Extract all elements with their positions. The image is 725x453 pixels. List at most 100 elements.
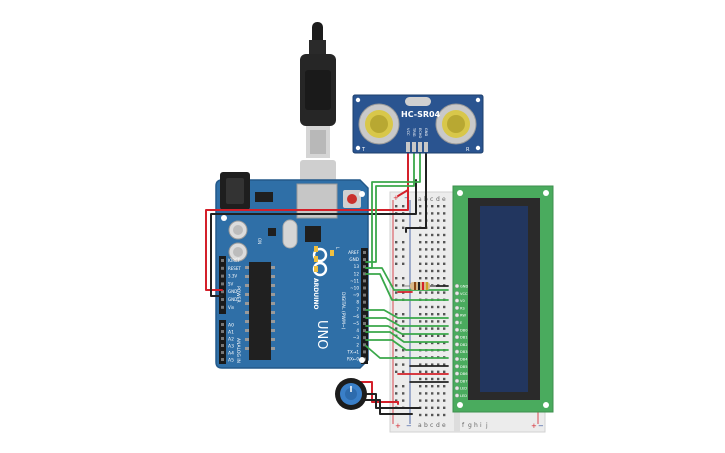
lcd-pin[interactable]: [454, 291, 460, 296]
breadboard-column-label: g: [468, 422, 472, 429]
digital-header-label: DIGITAL (PWM~): [340, 292, 346, 330]
lcd-pin-label: DB1: [460, 336, 468, 340]
lcd-pin-label: E: [460, 321, 463, 325]
header-pin[interactable]: [363, 322, 366, 325]
arduino-brand-label: ARDUINO: [312, 278, 319, 309]
lcd-pin-label: DB6: [460, 372, 468, 376]
header-pin[interactable]: [363, 343, 366, 347]
usb-cable[interactable]: [300, 22, 336, 186]
wire-sensor-gnd[interactable]: [405, 149, 427, 233]
header-pin[interactable]: [221, 266, 224, 270]
power-pin-label: RESET: [228, 266, 241, 271]
header-pin[interactable]: [221, 298, 224, 301]
wire-pot-gnd[interactable]: [361, 399, 413, 415]
lcd-pin-label: VCC: [460, 292, 468, 296]
transmitter-icon: [358, 103, 400, 145]
digital-pin-label: 8: [356, 300, 359, 305]
digital-pin-label: 12: [354, 271, 360, 276]
power-pin-label: 3.3V: [228, 274, 237, 279]
digital-pin-label: AREF: [348, 250, 359, 255]
lcd-pin[interactable]: [454, 378, 460, 383]
analog-pin-label: A4: [228, 351, 234, 357]
lcd-pin-label: V0: [460, 299, 465, 303]
wire-pot-vcc[interactable]: [359, 381, 399, 403]
lcd-pin-label: DB4: [460, 358, 468, 362]
sensor-pin-label: ECHO: [418, 128, 422, 138]
lcd-display[interactable]: GNDVCCV0RSRWEDB0DB1DB2DB3DB4DB5DB6DB7LED…: [452, 185, 554, 413]
arduino-board[interactable]: ARDUINO UNO ON L AREFGND1312~11~10~987~6…: [215, 172, 369, 369]
lcd-pin[interactable]: [454, 298, 460, 303]
lcd-pin-label: DB7: [460, 379, 468, 383]
header-pin[interactable]: [221, 259, 224, 262]
lcd-pin[interactable]: [454, 349, 460, 354]
rail-plus-label-right: +: [531, 422, 537, 430]
breadboard-column-label: j: [485, 422, 488, 429]
header-pin[interactable]: [221, 323, 224, 326]
header-pin[interactable]: [221, 274, 224, 278]
breadboard-column-label: e: [442, 196, 446, 203]
digital-pin-label: GND: [349, 257, 359, 262]
header-pin[interactable]: [363, 300, 366, 304]
breadboard-column-label: c: [430, 422, 433, 429]
header-pin[interactable]: [221, 337, 224, 340]
power-pin-label: GND: [228, 289, 237, 294]
header-pin[interactable]: [221, 358, 224, 361]
sensor-model-label: HC-SR04: [401, 110, 441, 119]
header-pin[interactable]: [363, 307, 366, 311]
lcd-pin[interactable]: [454, 313, 460, 318]
wires[interactable]: [205, 149, 449, 415]
sensor-pin-label: TRIG: [412, 127, 416, 137]
digital-pin-label: ~3: [353, 335, 360, 340]
digital-pin-label: 4: [356, 328, 359, 333]
lcd-pin[interactable]: [454, 342, 460, 347]
rail-plus-label-top: +: [393, 194, 399, 202]
breadboard-column-label: a: [418, 422, 422, 429]
power-pin-label: 5V: [228, 281, 234, 286]
header-pin[interactable]: [221, 290, 224, 294]
breadboard-column-label: i: [480, 422, 482, 429]
lcd-pin[interactable]: [454, 364, 460, 369]
wire-gnd[interactable]: [210, 179, 417, 297]
digital-pin-label: ~10: [350, 286, 359, 291]
lcd-pin[interactable]: [454, 320, 460, 325]
header-pin[interactable]: [363, 336, 366, 340]
breadboard-column-label: f: [462, 422, 465, 429]
lcd-pin-label: DB3: [460, 350, 468, 354]
status-leds: [314, 246, 334, 272]
header-pin[interactable]: [363, 314, 366, 318]
header-pin[interactable]: [363, 279, 366, 283]
header-pin[interactable]: [363, 293, 366, 297]
rail-minus-label-bottom: −: [406, 422, 412, 430]
lcd-pin[interactable]: [454, 393, 460, 398]
wire-sensor-vcc[interactable]: [397, 149, 409, 197]
header-pin[interactable]: [363, 258, 366, 262]
potentiometer[interactable]: [335, 378, 367, 410]
lcd-pin-label: DB5: [460, 365, 468, 369]
digital-pin-label: 7: [356, 307, 359, 312]
lcd-pin[interactable]: [454, 356, 460, 362]
header-pin[interactable]: [363, 286, 366, 290]
lcd-pin[interactable]: [454, 335, 460, 340]
lcd-pin[interactable]: [454, 386, 460, 391]
lcd-pin[interactable]: [454, 283, 460, 289]
digital-pin-label: ~5: [353, 321, 360, 326]
header-pin[interactable]: [363, 251, 366, 254]
header-pin[interactable]: [363, 329, 366, 333]
header-pin[interactable]: [221, 282, 224, 286]
lcd-pin[interactable]: [454, 327, 460, 332]
header-pin[interactable]: [221, 351, 224, 354]
lcd-pin-label: GND: [460, 285, 468, 289]
breadboard-column-label: d: [436, 422, 440, 429]
lcd-pin[interactable]: [454, 305, 460, 310]
lcd-pin[interactable]: [454, 371, 460, 376]
sensor-pin-label: GND: [424, 128, 428, 136]
header-pin[interactable]: [221, 344, 224, 347]
header-pin[interactable]: [363, 350, 366, 354]
header-pin[interactable]: [363, 265, 366, 269]
sensor-pin-label: VCC: [406, 128, 410, 136]
header-pin[interactable]: [363, 272, 366, 276]
header-pin[interactable]: [221, 330, 224, 333]
header-pin[interactable]: [221, 305, 224, 309]
resistor[interactable]: [404, 282, 436, 290]
